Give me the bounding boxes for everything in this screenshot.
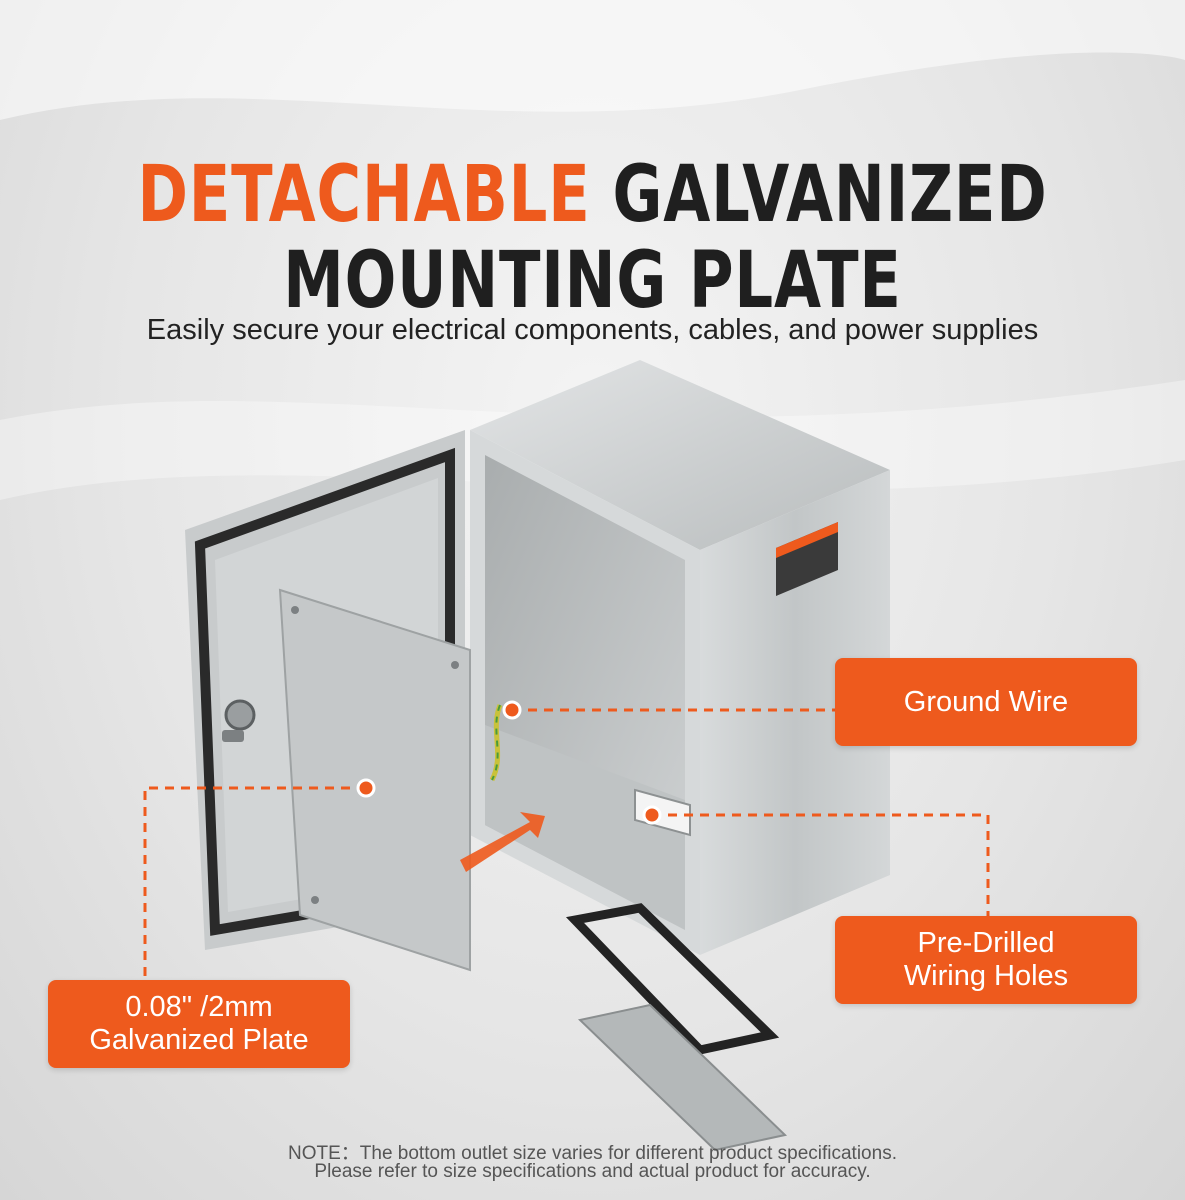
product-label-sticker bbox=[776, 522, 838, 596]
callout-ground-wire-label: Ground Wire bbox=[903, 685, 1069, 718]
bottom-gasket bbox=[565, 903, 780, 1055]
callout-galvanized-plate: 0.08" /2mm Galvanized Plate bbox=[48, 980, 350, 1068]
callout-plate-line-1: 0.08" /2mm bbox=[125, 991, 273, 1023]
insert-arrow bbox=[460, 812, 545, 872]
callout-wiring-holes-line-1: Pre-Drilled bbox=[917, 927, 1055, 959]
enclosure-top-face bbox=[470, 360, 890, 550]
leader-wiring-holes bbox=[652, 813, 990, 916]
note-line-1: NOTE：The bottom outlet size varies for d… bbox=[288, 1143, 897, 1164]
subtitle: Easily secure your electrical components… bbox=[146, 314, 1039, 346]
callout-ground-wire: Ground Wire bbox=[835, 658, 1137, 746]
callout-wiring-holes-line-2: Wiring Holes bbox=[903, 960, 1069, 992]
callout-wiring-holes: Pre-Drilled Wiring Holes bbox=[835, 916, 1137, 1004]
bottom-cover-plate bbox=[577, 1003, 788, 1152]
enclosure-right-side bbox=[700, 470, 890, 955]
callout-plate-line-2: Galvanized Plate bbox=[89, 1024, 309, 1056]
mounting-plate bbox=[278, 588, 471, 972]
headline-accent-word: DETACHABLE bbox=[137, 150, 591, 240]
headline-line-1-rest: GALVANIZED bbox=[612, 150, 1048, 240]
door-lock bbox=[222, 699, 256, 742]
headline-line-2: MOUNTING PLATE bbox=[283, 236, 902, 326]
note-line-2: Please refer to size specifications and … bbox=[314, 1161, 871, 1182]
headline-line-1: DETACHABLE GALVANIZED bbox=[130, 150, 1054, 240]
